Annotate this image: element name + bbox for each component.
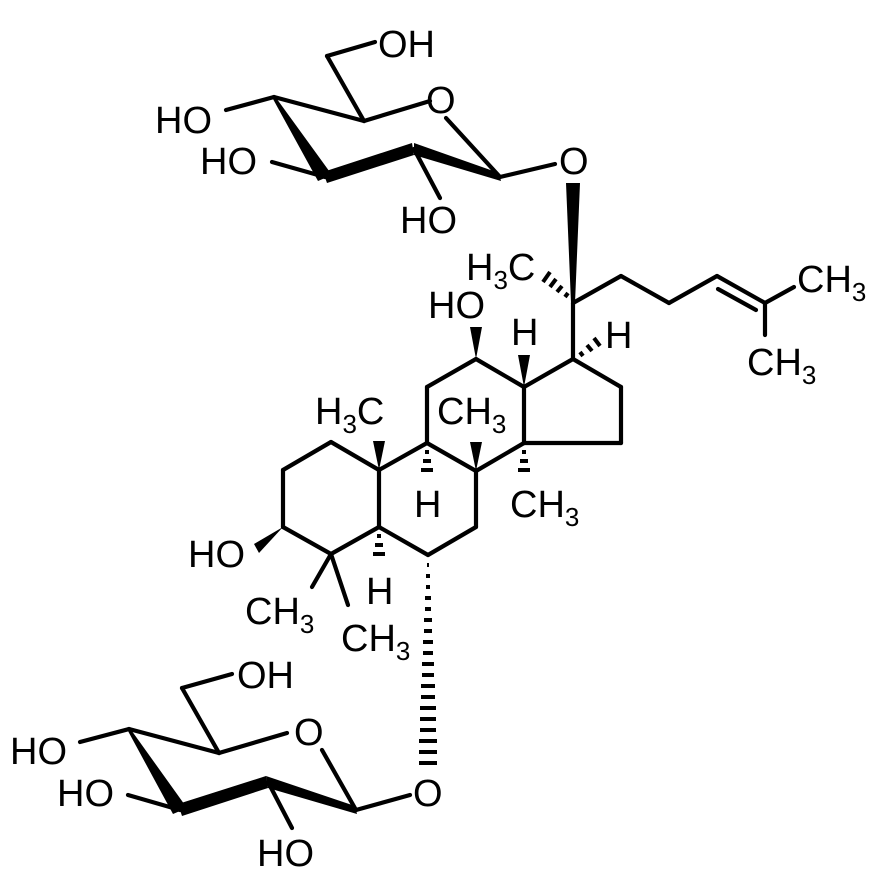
label-c26-methyl: CH3 bbox=[797, 259, 866, 307]
label-top-ho4: HO bbox=[155, 100, 212, 142]
c6-o-hashed-bond bbox=[419, 563, 437, 765]
label-h5: H bbox=[366, 571, 393, 613]
steroid-core bbox=[254, 327, 624, 765]
label-c19-methyl: H3C bbox=[315, 391, 384, 439]
label-c18-methyl: CH3 bbox=[437, 391, 506, 439]
side-chain bbox=[541, 270, 797, 362]
label-bottom-ho3: HO bbox=[57, 773, 114, 815]
label-bottom-ring-o: O bbox=[294, 712, 324, 754]
label-top-ring-o: O bbox=[426, 80, 456, 122]
label-ho3: HO bbox=[188, 534, 245, 576]
top-glucose bbox=[223, 39, 558, 201]
label-c29-methyl: CH3 bbox=[341, 618, 410, 666]
label-bottom-ho4: HO bbox=[10, 731, 67, 773]
c20-o-wedge bbox=[566, 183, 580, 303]
bottom-glucose bbox=[77, 671, 413, 831]
label-ho12: HO bbox=[428, 285, 485, 327]
label-h13: H bbox=[511, 312, 538, 354]
label-top-oh6: OH bbox=[378, 24, 435, 66]
label-top-glycosidic-o: O bbox=[559, 141, 589, 183]
label-bottom-ho2: HO bbox=[257, 833, 314, 875]
label-top-ho2: HO bbox=[400, 200, 457, 242]
label-bottom-oh6: OH bbox=[237, 655, 294, 697]
label-c28-methyl: CH3 bbox=[245, 591, 314, 639]
label-h9: H bbox=[414, 484, 441, 526]
label-c27-methyl: CH3 bbox=[747, 342, 816, 390]
label-c21-methyl: H3C bbox=[466, 247, 535, 295]
label-h17: H bbox=[605, 315, 632, 357]
label-bottom-glycosidic-o: O bbox=[413, 773, 443, 815]
label-c30-methyl: CH3 bbox=[510, 484, 579, 532]
label-top-ho3: HO bbox=[200, 141, 257, 183]
